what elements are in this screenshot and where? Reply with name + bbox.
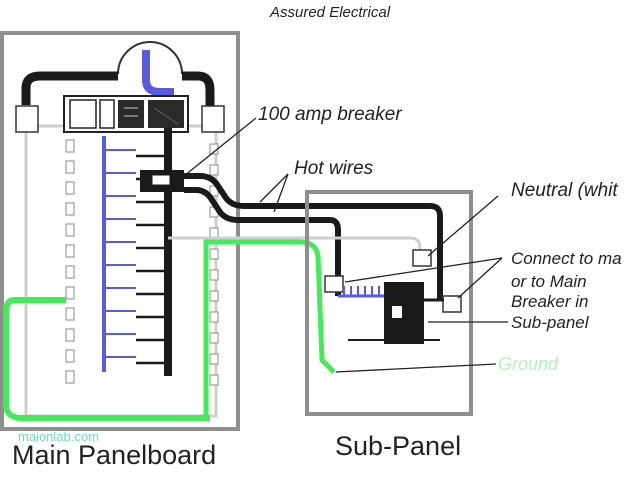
feeder-hot-wire-2 xyxy=(184,187,341,296)
leader-breaker xyxy=(183,117,257,177)
main-ground-wire xyxy=(3,297,210,421)
feeder-neutral-wire xyxy=(168,236,422,256)
terminal-screw xyxy=(65,349,75,363)
feeder-ground-wire xyxy=(203,239,336,418)
service-wire-left xyxy=(21,71,118,105)
neutral-bus-stubs xyxy=(104,149,136,358)
terminal-screw xyxy=(209,374,219,386)
terminal-screw xyxy=(65,202,75,216)
terminal-screw xyxy=(65,307,75,321)
service-wire-right xyxy=(182,71,215,110)
label-neutral: Neutral (whit xyxy=(511,180,618,201)
terminal-screw xyxy=(65,223,75,237)
main-right-lug xyxy=(201,105,225,133)
label-100-amp-breaker: 100 amp breaker xyxy=(258,104,402,125)
service-neutral-wire xyxy=(142,50,174,96)
label-sub-panel: Sub-Panel xyxy=(335,431,461,461)
watermark-text: maionlab.com xyxy=(18,429,99,444)
main-panel xyxy=(0,31,240,431)
label-main-panelboard: Main Panelboard xyxy=(12,440,216,470)
leader-hot-2 xyxy=(273,173,289,213)
breaker-handle xyxy=(151,174,171,186)
terminal-screw xyxy=(65,139,75,153)
main-breaker-block xyxy=(63,95,189,133)
sub-right-lug xyxy=(442,295,462,313)
terminal-screw xyxy=(65,286,75,300)
main-panel-inner-frame xyxy=(24,124,218,418)
ground-terminal-strip xyxy=(65,139,75,384)
terminal-screw xyxy=(209,290,219,302)
main-panel-enclosure xyxy=(0,31,240,431)
label-ground: Ground xyxy=(498,354,559,374)
knockout-circle xyxy=(117,41,183,75)
label-connect-line-4: Sub-panel xyxy=(511,313,590,332)
label-hot-wires: Hot wires xyxy=(294,158,374,179)
terminal-screw xyxy=(65,160,75,174)
sub-panel-breaker xyxy=(384,282,424,344)
main-left-lug xyxy=(15,105,39,133)
label-connect-line-3: Breaker in xyxy=(511,292,588,311)
leader-hot-1 xyxy=(259,173,289,203)
leader-ground xyxy=(335,363,497,373)
leader-neutral xyxy=(427,195,499,257)
terminal-screw xyxy=(65,328,75,342)
sub-neutral-stubs xyxy=(343,286,387,296)
sub-panel-enclosure xyxy=(305,190,473,416)
sub-panel xyxy=(305,190,473,416)
leader-connect-left xyxy=(344,257,503,283)
terminal-screw xyxy=(209,248,219,260)
terminal-screw xyxy=(209,269,219,281)
sub-neutral-lug xyxy=(412,249,432,267)
label-connect-line-2: or to Main xyxy=(511,272,587,291)
right-terminal-strip xyxy=(209,143,219,386)
feeder-hot-wire-1 xyxy=(184,173,443,300)
sub-left-lug xyxy=(324,275,344,293)
terminal-screw xyxy=(209,164,219,176)
sub-breaker-handle xyxy=(392,306,402,318)
terminal-screw xyxy=(209,353,219,365)
terminal-screw xyxy=(209,332,219,344)
branch-breaker-stubs xyxy=(136,154,168,365)
terminal-screw xyxy=(65,244,75,258)
terminal-screw xyxy=(65,370,75,384)
company-name: Assured Electrical xyxy=(269,4,391,21)
terminal-screw xyxy=(65,265,75,279)
terminal-screw xyxy=(65,181,75,195)
label-connect-line-1: Connect to ma xyxy=(511,249,622,268)
leader-connect-right xyxy=(457,257,503,299)
terminal-screw xyxy=(209,311,219,323)
